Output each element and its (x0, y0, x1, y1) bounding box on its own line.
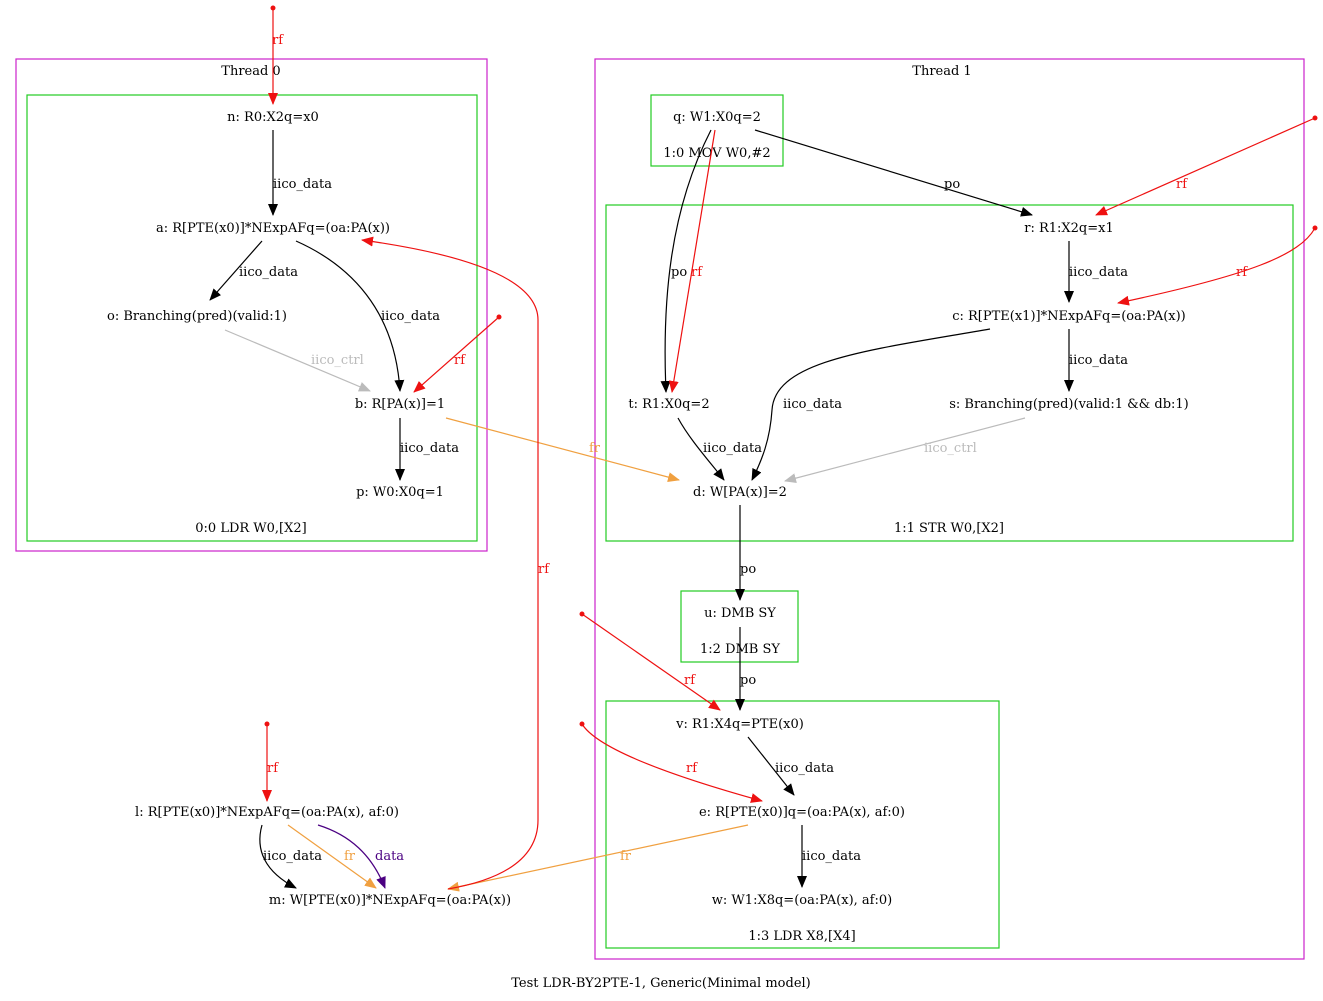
edge-q-t-po (660, 129, 712, 393)
label-iico-n-a: iico_data (273, 177, 332, 192)
label-iico-ctrl-o-b: iico_ctrl (311, 353, 364, 368)
event-s: s: Branching(pred)(valid:1 && db:1) (949, 397, 1189, 412)
edge-l-m-data (317, 824, 386, 889)
instr-cluster-mov: 1:0 MOV W0,#2 (650, 94, 784, 167)
label-rf-c: rf (1236, 265, 1248, 280)
label-iico-a-b: iico_data (381, 309, 440, 324)
event-w: w: W1:X8q=(oa:PA(x), af:0) (712, 893, 892, 908)
edge-t-d-iico-data (677, 417, 725, 481)
edge-init-e-rf (581, 723, 763, 803)
instr-label-ldr-x8: 1:3 LDR X8,[X4] (748, 929, 855, 944)
edge-v-e-iico-data (747, 736, 795, 796)
label-po-d-u: po (740, 562, 756, 577)
label-fr-e-m: fr (620, 849, 632, 864)
label-rf-r: rf (1176, 177, 1188, 192)
event-p: p: W0:X0q=1 (356, 485, 444, 500)
edge-e-m-fr (447, 824, 749, 892)
label-rf-n: rf (272, 33, 284, 48)
thread-0-cluster: Thread 0 (15, 58, 488, 552)
label-iico-t-d: iico_data (703, 441, 762, 456)
label-rf-l: rf (267, 761, 279, 776)
label-iico-v-e: iico_data (775, 761, 834, 776)
edge-b-d-fr (445, 417, 680, 483)
event-v: v: R1:X4q=PTE(x0) (675, 717, 804, 732)
label-po-q-t: po (671, 265, 687, 280)
edge-a-b-iico-data (295, 240, 405, 392)
label-rf-b: rf (454, 353, 466, 368)
event-e: e: R[PTE(x0)]q=(oa:PA(x), af:0) (699, 805, 905, 820)
label-po-q-r: po (944, 177, 960, 192)
thread-1-cluster: Thread 1 (594, 58, 1305, 960)
event-n: n: R0:X2q=x0 (227, 110, 319, 125)
label-iico-e-w: iico_data (802, 849, 861, 864)
event-m: m: W[PTE(x0)]*NExpAFq=(oa:PA(x)) (269, 893, 511, 908)
instr-cluster-ldr-x8: 1:3 LDR X8,[X4] (605, 700, 1000, 949)
edge-m-a-rf (361, 236, 539, 890)
edges (209, 129, 1074, 892)
event-r: r: R1:X2q=x1 (1024, 221, 1114, 236)
edge-l-m-iico-data (259, 824, 297, 889)
event-d: d: W[PA(x)]=2 (693, 485, 787, 500)
rf-edges (262, 5, 1318, 890)
edge-init-b-rf (413, 316, 500, 393)
edge-init-c-rf (1117, 227, 1316, 306)
event-u: u: DMB SY (704, 606, 776, 621)
label-iico-c-s: iico_data (1069, 353, 1128, 368)
edge-o-b-iico-ctrl (224, 329, 371, 392)
edge-a-o-iico-data (209, 240, 263, 301)
edge-init-v-rf (581, 613, 721, 711)
event-o: o: Branching(pred)(valid:1) (107, 309, 287, 324)
event-q: q: W1:X0q=2 (673, 110, 761, 125)
instr-label-ldr-w0: 0:0 LDR W0,[X2] (195, 521, 306, 536)
edge-labels: rf iico_data iico_data iico_data iico_ct… (239, 33, 1248, 864)
instr-cluster-ldr-w0: 0:0 LDR W0,[X2] (26, 94, 478, 542)
edge-s-d-iico-ctrl (784, 417, 1026, 484)
label-data-l-m: data (375, 849, 404, 864)
label-iico-c-d: iico_data (783, 397, 842, 412)
label-rf-e: rf (686, 761, 698, 776)
event-a: a: R[PTE(x0)]*NExpAFq=(oa:PA(x)) (156, 221, 390, 236)
label-po-u-v: po (740, 673, 756, 688)
event-nodes: n: R0:X2q=x0 a: R[PTE(x0)]*NExpAFq=(oa:P… (107, 110, 1189, 908)
label-rf-m-a: rf (538, 562, 550, 577)
edge-q-r-po (754, 129, 1033, 217)
edge-init-r-rf (1095, 117, 1316, 216)
label-iico-a-o: iico_data (239, 265, 298, 280)
instr-label-str: 1:1 STR W0,[X2] (894, 521, 1004, 536)
label-fr-b-d: fr (589, 441, 601, 456)
label-fr-l-m: fr (344, 849, 356, 864)
event-t: t: R1:X0q=2 (628, 397, 709, 412)
label-iico-l-m: iico_data (263, 849, 322, 864)
graph-title: Test LDR-BY2PTE-1, Generic(Minimal model… (511, 976, 811, 991)
edge-q-t-rf (668, 129, 716, 393)
label-iico-ctrl-s-d: iico_ctrl (924, 441, 977, 456)
label-iico-b-p: iico_data (400, 441, 459, 456)
instr-cluster-str: 1:1 STR W0,[X2] (605, 204, 1294, 542)
event-l: l: R[PTE(x0)]*NExpAFq=(oa:PA(x), af:0) (135, 805, 399, 820)
edge-c-d-iico-data (751, 328, 991, 481)
label-rf-v: rf (684, 673, 696, 688)
thread-0-label: Thread 0 (221, 64, 280, 79)
thread-1-label: Thread 1 (912, 64, 971, 79)
instr-label-mov: 1:0 MOV W0,#2 (663, 146, 770, 161)
event-b: b: R[PA(x)]=1 (355, 397, 445, 412)
edge-l-m-fr (287, 824, 377, 889)
label-iico-r-c: iico_data (1069, 265, 1128, 280)
label-rf-q-t: rf (691, 265, 703, 280)
event-c: c: R[PTE(x1)]*NExpAFq=(oa:PA(x)) (952, 309, 1186, 324)
